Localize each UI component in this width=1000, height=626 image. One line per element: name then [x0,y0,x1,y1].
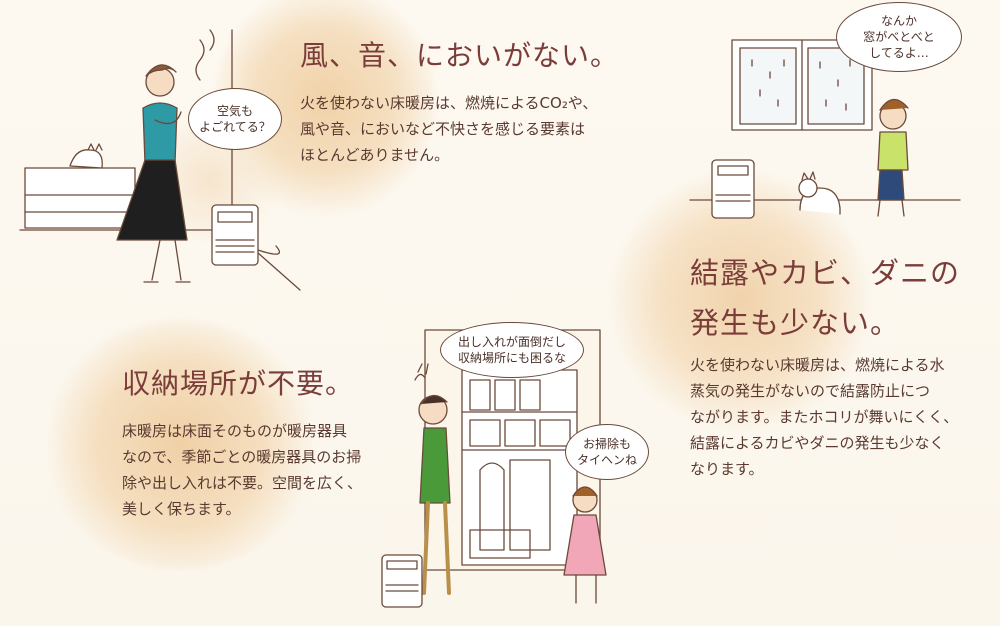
body-line: 蒸気の発生がないので結露防止につ [690,382,931,400]
child-with-window-icon [689,39,961,219]
bubble-line: 窓がべとべと [863,30,935,44]
body-line: 結露によるカビやダニの発生も少なく [690,434,945,452]
bubble-line: タイヘンね [576,453,637,467]
bubble-line: お掃除も [582,437,631,451]
section-3-heading: 発生も少ない。 [690,300,900,342]
section-3-heading: 結露やカビ、ダニの [690,250,960,292]
body-line: 火を使わない床暖房は、燃焼による水 [690,356,945,374]
speech-bubble: 空気も よごれてる？ [188,88,282,150]
woman-with-heater-icon [19,29,301,291]
bubble-line: よごれてる？ [199,120,271,134]
heading-line: 結露やカビ、ダニの [690,256,961,290]
body-line: 除や出し入れは不要。空間を広く、 [122,474,363,492]
bubble-line: 空気も [216,104,253,118]
heading-line: 収納場所が不要。 [122,367,355,400]
section-2-heading: 収納場所が不要。 [122,362,354,402]
bubble-line: 収納場所にも困るな [457,351,566,365]
heading-line: 風、音、においがない。 [300,39,620,72]
bubble-line: なんか [880,14,917,28]
body-line: ほとんどありません。 [300,146,450,164]
glow-decoration [40,320,320,570]
body-line: 美しく保ちます。 [122,500,241,518]
heading-line: 発生も少ない。 [690,306,901,340]
speech-bubble: 出し入れが面倒だし 収納場所にも困るな [440,322,584,378]
section-1-heading: 風、音、においがない。 [300,34,619,74]
body-line: ながります。またホコリが舞いにくく、 [690,408,959,426]
bubble-line: 出し入れが面倒だし [457,335,566,349]
speech-bubble: お掃除も タイヘンね [565,424,649,480]
section-2-body: 床暖房は床面そのものが暖房器具 なので、季節ごとの暖房器具のお掃 除や出し入れは… [122,418,362,522]
section-3-body: 火を使わない床暖房は、燃焼による水 蒸気の発生がないので結露防止につ ながります… [690,352,958,482]
body-line: なので、季節ごとの暖房器具のお掃 [122,448,362,466]
bubble-line: してるよ… [869,46,929,60]
body-line: 風や音、においなど不快さを感じる要素は [300,120,586,138]
section-1-body: 火を使わない床暖房は、燃焼によるCO₂や、 風や音、においなど不快さを感じる要素… [300,90,597,168]
body-line: なります。 [690,460,764,478]
body-line: 床暖房は床面そのものが暖房器具 [122,422,348,440]
body-line: 火を使わない床暖房は、燃焼によるCO₂や、 [300,94,598,112]
speech-bubble: なんか 窓がべとべと してるよ… [836,2,962,72]
